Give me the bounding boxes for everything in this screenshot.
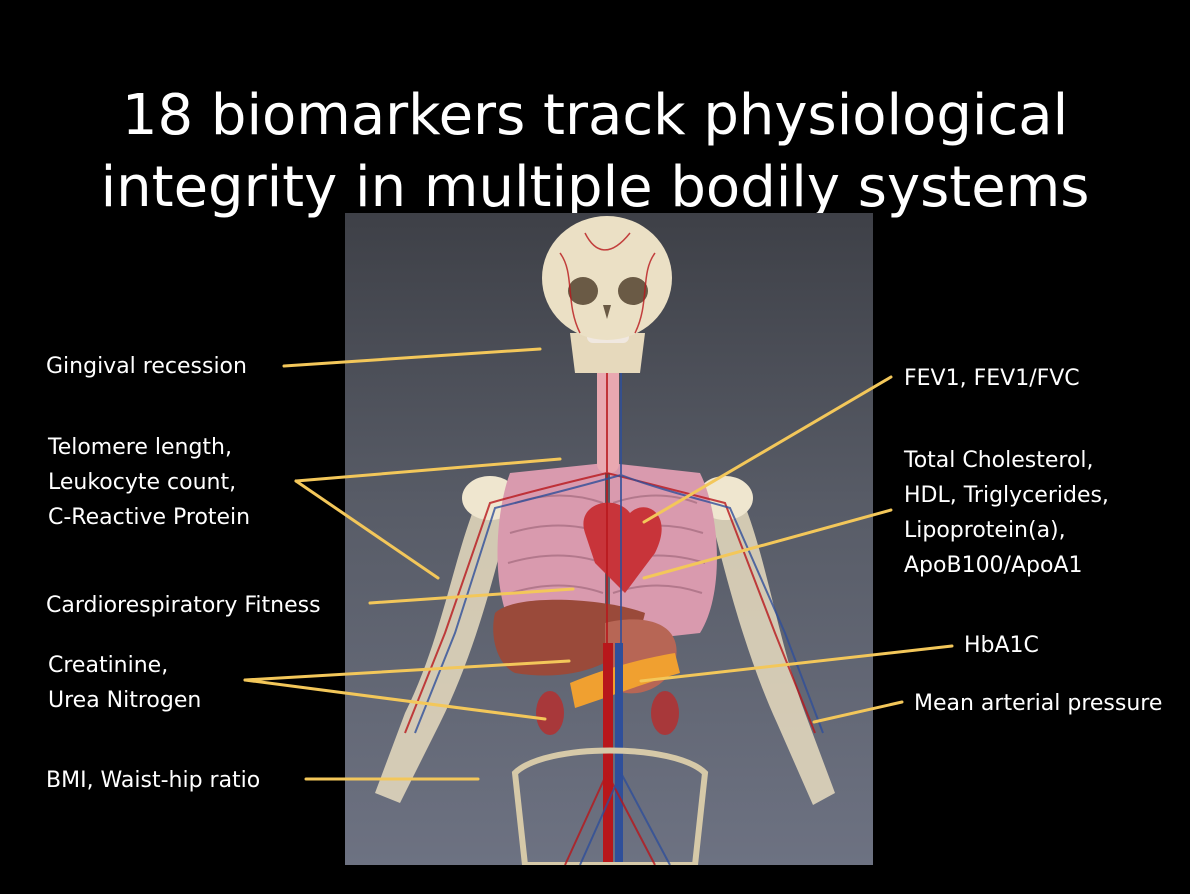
- leader-map: [812, 700, 904, 724]
- leader-telomere-a: [294, 457, 562, 483]
- veins: [414, 363, 824, 865]
- title-line-2: integrity in multiple bodily systems: [100, 155, 1090, 220]
- head-vessels: [559, 232, 656, 334]
- heart: [583, 502, 662, 593]
- label-fev: FEV1, FEV1/FVC: [904, 361, 1080, 396]
- slide-title: 18 biomarkers track physiological integr…: [0, 80, 1190, 224]
- label-map-line-1: Mean arterial pressure: [914, 691, 1163, 716]
- label-telomere-line-3: C-Reactive Protein: [48, 505, 251, 530]
- leader-fev: [642, 375, 893, 524]
- leader-hba1c: [639, 644, 954, 683]
- label-hba1c-line-1: HbA1C: [964, 633, 1039, 658]
- label-telomere-line-1: Telomere length,: [48, 435, 232, 460]
- right-eye-socket: [568, 277, 598, 305]
- leader-cholesterol: [642, 508, 893, 580]
- label-cholesterol: Total Cholesterol, HDL, Triglycerides, L…: [904, 443, 1109, 583]
- label-creatinine-line-1: Creatinine,: [48, 653, 169, 678]
- label-cholesterol-line-4: ApoB100/ApoA1: [904, 553, 1083, 578]
- label-telomere-line-2: Leukocyte count,: [48, 470, 237, 495]
- label-telomere: Telomere length, Leukocyte count, C-Reac…: [48, 430, 250, 535]
- label-creatinine: Creatinine, Urea Nitrogen: [48, 648, 201, 718]
- label-gingival-line-1: Gingival recession: [46, 354, 247, 379]
- label-hba1c: HbA1C: [964, 628, 1039, 663]
- pelvis: [511, 747, 709, 865]
- leader-creatinine-b: [243, 678, 547, 721]
- label-bmi: BMI, Waist-hip ratio: [46, 763, 260, 798]
- title-line-1: 18 biomarkers track physiological: [121, 83, 1069, 148]
- label-creatinine-line-2: Urea Nitrogen: [48, 688, 202, 713]
- label-bmi-line-1: BMI, Waist-hip ratio: [46, 768, 261, 793]
- label-map: Mean arterial pressure: [914, 686, 1162, 721]
- left-eye-socket: [618, 277, 648, 305]
- label-cholesterol-line-2: HDL, Triglycerides,: [904, 483, 1109, 508]
- left-lung: [610, 463, 717, 643]
- left-kidney: [651, 691, 679, 735]
- leader-creatinine-a: [243, 659, 571, 682]
- label-cardio: Cardiorespiratory Fitness: [46, 588, 321, 623]
- leader-telomere-b: [294, 479, 440, 580]
- label-gingival: Gingival recession: [46, 349, 247, 384]
- skull: [542, 216, 672, 340]
- label-cholesterol-line-3: Lipoprotein(a),: [904, 518, 1066, 543]
- anatomy-illustration: [375, 216, 835, 865]
- label-cardio-line-1: Cardiorespiratory Fitness: [46, 593, 321, 618]
- left-arm-bone: [710, 483, 835, 805]
- pancreas: [570, 653, 680, 708]
- label-fev-line-1: FEV1, FEV1/FVC: [904, 366, 1080, 391]
- nasal-cavity: [603, 305, 611, 319]
- leader-cardio: [368, 587, 575, 605]
- right-kidney: [536, 691, 564, 735]
- right-lung: [497, 463, 605, 643]
- jaw: [570, 333, 645, 373]
- leader-gingival: [282, 347, 542, 368]
- label-cholesterol-line-1: Total Cholesterol,: [904, 448, 1094, 473]
